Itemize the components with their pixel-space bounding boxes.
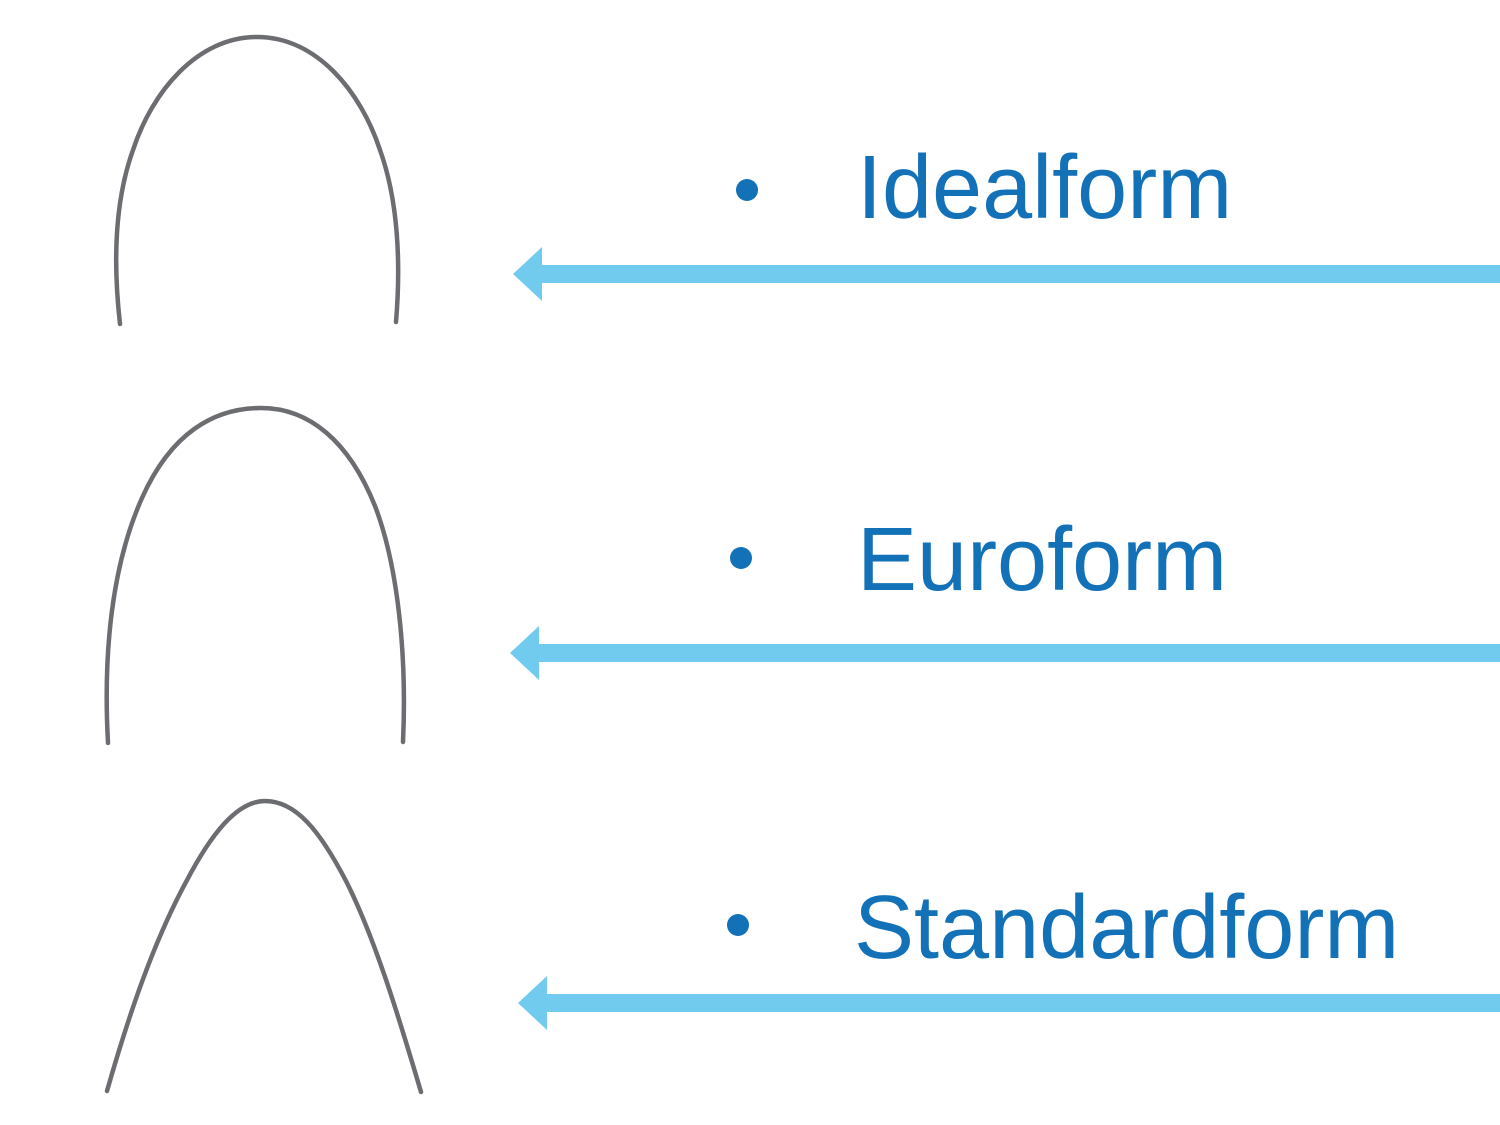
left-arrow-icon-euroform [510,626,1500,680]
idealform-archwire-icon [114,34,401,327]
left-arrow-icon-standardform [518,976,1500,1030]
standardform-archwire-icon [104,798,424,1095]
label-standardform: Standardform [854,878,1400,978]
euroform-archwire-icon [104,405,407,746]
left-arrow-icon-idealform [513,247,1500,301]
bullet-icon [730,547,752,569]
label-idealform: Idealform [857,138,1233,238]
label-euroform: Euroform [857,510,1228,610]
bullet-icon [736,179,758,201]
bullet-icon [727,914,749,936]
